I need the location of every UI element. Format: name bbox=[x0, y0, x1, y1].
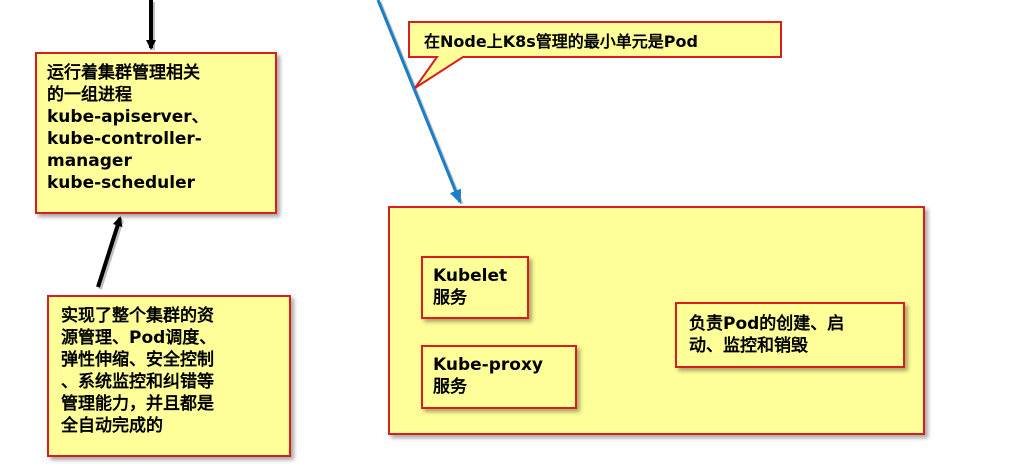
desc-line-2: 源管理、Pod调度、 bbox=[61, 328, 217, 348]
kube-proxy-box: Kube-proxy 服务 bbox=[421, 345, 577, 409]
pod-callout-text: 在Node上K8s管理的最小单元是Pod bbox=[424, 32, 698, 51]
master-line-2: 的一组进程 bbox=[47, 85, 132, 105]
pod-callout-bubble bbox=[408, 21, 782, 89]
kube-proxy-desc: 服务 bbox=[433, 377, 467, 397]
kubelet-box: Kubelet 服务 bbox=[421, 256, 529, 319]
desc-line-1: 实现了整个集群的资 bbox=[61, 306, 214, 326]
pod-lifecycle-line-1: 负责Pod的创建、启 bbox=[689, 314, 845, 334]
arrow-to-node-panel bbox=[376, 0, 462, 204]
kubelet-name: Kubelet bbox=[433, 266, 508, 286]
arrow-desc-to-master-box bbox=[96, 216, 123, 288]
master-line-6: kube-scheduler bbox=[47, 173, 196, 193]
arrow-desc-to-master-box-shadow bbox=[98, 219, 124, 290]
kube-proxy-name: Kube-proxy bbox=[433, 355, 544, 375]
master-line-3: kube-apiserver、 bbox=[47, 107, 209, 127]
master-description-box: 实现了整个集群的资 源管理、Pod调度、 弹性伸缩、安全控制 、系统监控和纠错等… bbox=[47, 295, 291, 457]
desc-line-3: 弹性伸缩、安全控制 bbox=[61, 350, 214, 370]
master-line-5: manager bbox=[47, 151, 132, 171]
master-line-4: kube-controller- bbox=[47, 129, 202, 149]
pod-lifecycle-line-2: 动、监控和销毁 bbox=[689, 336, 808, 356]
desc-line-5: 管理能力，并且都是 bbox=[61, 394, 214, 414]
pod-lifecycle-box: 负责Pod的创建、启 动、监控和销毁 bbox=[675, 302, 905, 368]
kubelet-desc: 服务 bbox=[433, 288, 467, 308]
master-components-box: 运行着集群管理相关 的一组进程 kube-apiserver、 kube-con… bbox=[35, 52, 277, 214]
desc-line-4: 、系统监控和纠错等 bbox=[61, 372, 214, 392]
master-line-1: 运行着集群管理相关 bbox=[47, 63, 200, 83]
desc-line-6: 全自动完成的 bbox=[61, 416, 163, 436]
